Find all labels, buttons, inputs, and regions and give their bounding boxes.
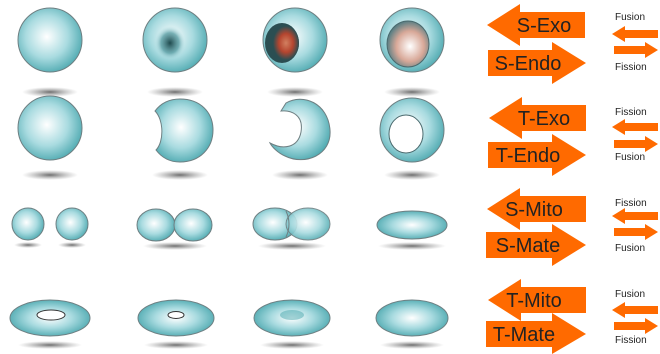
shape-small-sphere [12, 208, 44, 240]
small-right-arrow [614, 42, 658, 58]
shape-torus-large-hole [10, 300, 90, 336]
row-4-shapes [10, 300, 448, 349]
arrow-label-lower: S-Endo [495, 53, 562, 75]
arrow-label-upper: S-Exo [517, 15, 571, 37]
arrow-label-lower: T-Endo [496, 145, 560, 167]
small-left-arrow [612, 208, 658, 224]
shape-sphere [18, 8, 82, 72]
small-label-upper: Fusion [615, 12, 645, 23]
shape-sphere [18, 96, 82, 160]
small-label-upper: Fission [615, 198, 647, 209]
small-label-lower: Fission [615, 335, 647, 346]
shape-flat-ellipsoid [377, 211, 447, 239]
row-1-shapes [18, 8, 444, 97]
small-label-lower: Fusion [615, 152, 645, 163]
shape-touching-spheres [137, 209, 212, 241]
shape-sphere-red-core [263, 8, 327, 72]
shape-small-sphere [56, 208, 88, 240]
small-label-upper: Fission [615, 107, 647, 118]
small-label-upper: Fusion [615, 289, 645, 300]
shape-ring-sphere [380, 98, 444, 162]
row-3-shapes [12, 208, 447, 250]
arrow-label-lower: S-Mate [496, 235, 560, 257]
small-left-arrow [612, 26, 658, 42]
small-right-arrow [614, 224, 658, 240]
shape-c-shape [270, 99, 330, 159]
shape-pinched-sphere [155, 99, 213, 162]
small-label-lower: Fission [615, 62, 647, 73]
small-left-arrow [612, 119, 658, 135]
small-left-arrow [612, 302, 658, 318]
shape-flat-ellipsoid [376, 300, 448, 336]
shape-merging-ellipsoids [253, 208, 330, 240]
shape-torus-closed [254, 300, 330, 336]
arrow-label-upper: T-Mito [506, 290, 562, 312]
row-2-shapes [18, 96, 444, 180]
small-arrows: Fusion Fission Fission Fusion Fission Fu… [612, 12, 658, 346]
shape-sphere-inner-shell [380, 8, 444, 72]
small-right-arrow [614, 136, 658, 152]
small-right-arrow [614, 318, 658, 334]
arrow-label-lower: T-Mate [493, 324, 555, 346]
shape-torus-small-hole [138, 300, 214, 336]
small-label-lower: Fusion [615, 243, 645, 254]
arrow-label-upper: T-Exo [518, 108, 570, 130]
big-arrows: S-Exo S-Endo T-Exo T-Endo S-Mito S-Mate … [486, 4, 586, 354]
shape-sphere-dark-core [143, 8, 207, 72]
arrow-label-upper: S-Mito [505, 199, 563, 221]
